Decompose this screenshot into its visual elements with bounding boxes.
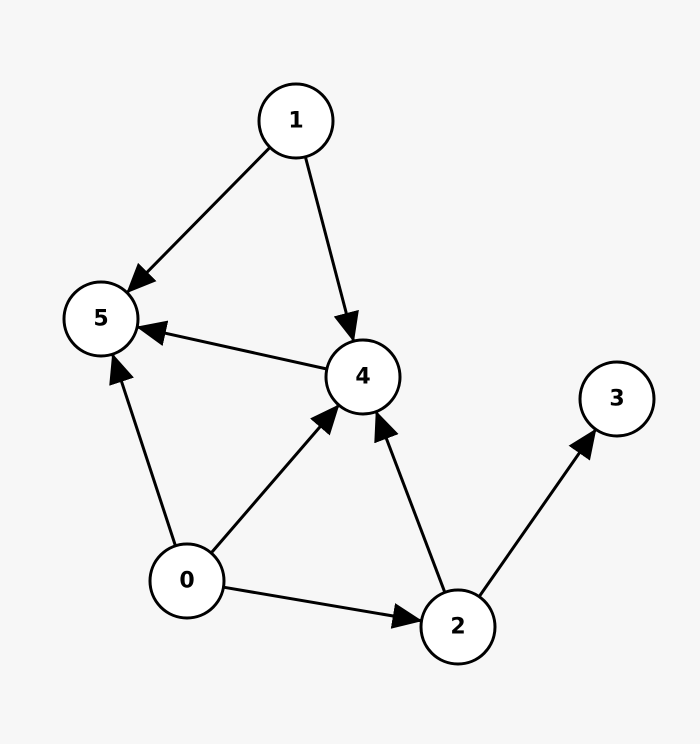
node-circle	[148, 542, 226, 620]
node-2: 2	[419, 588, 497, 666]
node-label: 3	[609, 387, 624, 412]
node-5: 5	[62, 280, 140, 358]
node-1: 1	[257, 82, 335, 160]
edge-2-to-3	[477, 428, 597, 598]
node-circle	[324, 338, 402, 416]
edge-0-to-5	[109, 353, 177, 547]
node-label: 2	[450, 615, 465, 640]
node-label: 0	[179, 569, 194, 594]
node-3: 3	[578, 360, 656, 438]
edge-1-to-5	[126, 146, 272, 294]
node-4: 4	[324, 338, 402, 416]
node-circle	[257, 82, 335, 160]
edges-layer	[109, 146, 597, 629]
node-circle	[419, 588, 497, 666]
nodes-layer: 0 1 2 3 4 5	[62, 82, 656, 666]
node-label: 5	[93, 307, 108, 332]
edge-2-to-4	[374, 410, 447, 593]
edge-1-to-4	[303, 156, 359, 343]
node-0: 0	[148, 542, 226, 620]
node-label: 4	[355, 365, 370, 390]
edge-0-to-4	[210, 404, 340, 554]
node-circle	[578, 360, 656, 438]
node-label: 1	[288, 109, 303, 134]
edge-0-to-2	[223, 585, 423, 629]
node-circle	[62, 280, 140, 358]
edge-4-to-5	[136, 320, 328, 371]
